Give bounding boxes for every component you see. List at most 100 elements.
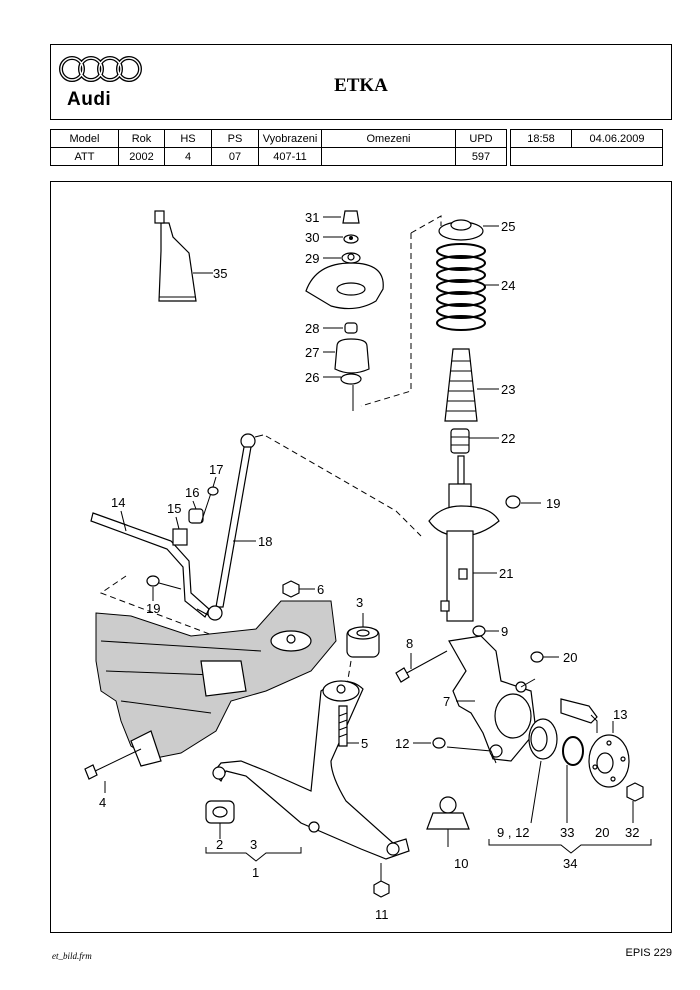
header-rok: Rok [118,129,165,148]
callout-19-right: 19 [546,496,560,511]
rubber-bush [346,626,380,658]
hex-nut [146,575,160,587]
hex-nut [530,651,544,663]
hex-nut [472,625,486,637]
leader-lines [104,216,634,839]
page-title: ETKA [334,75,388,96]
callout-14: 14 [111,495,125,510]
value-model: ATT [50,147,119,166]
protective-cap [342,210,360,224]
callout-35: 35 [213,266,227,281]
callout-12: 12 [395,736,409,751]
info-header-row: Model Rok HS PS Vyobrazeni Omezeni UPD 1… [50,129,663,148]
hex-nut [505,495,521,509]
callout-22: 22 [501,431,515,446]
clamp-bracket [172,528,188,546]
grease-tube [154,210,197,302]
info-table: Model Rok HS PS Vyobrazeni Omezeni UPD 1… [50,129,663,166]
small-bush [344,322,358,334]
callout-7: 7 [443,694,450,709]
callout-20-lower: 20 [595,825,609,840]
brand-name: Audi [67,89,112,110]
coupling-rod [196,433,264,621]
brace-34 [488,839,652,854]
suspension-exploded-view: 35 31 30 29 28 27 26 25 24 23 22 19 21 1… [84,210,652,922]
value-vyobrazeni: 407-11 [258,147,322,166]
callout-25: 25 [501,219,515,234]
value-rok: 2002 [118,147,165,166]
bump-stop [334,338,370,374]
header-vyobrazeni: Vyobrazeni [258,129,322,148]
spring-seat [438,219,484,241]
header-upd: UPD [455,129,507,148]
callout-6: 6 [317,582,324,597]
value-hs: 4 [164,147,212,166]
header-hs: HS [164,129,212,148]
value-ps: 07 [211,147,259,166]
callout-34: 34 [563,856,577,871]
bolt [158,582,182,590]
callout-3-brace: 3 [250,837,257,852]
callout-32: 32 [625,825,639,840]
hub-nut [626,782,644,802]
bolt [446,746,497,764]
subframe [95,600,337,767]
callout-21: 21 [499,566,513,581]
callout-23: 23 [501,382,515,397]
value-upd: 597 [455,147,507,166]
rubber-bush [205,800,235,824]
callout-20-upper: 20 [563,650,577,665]
date-value: 04.06.2009 [571,129,663,148]
assembly-line [99,575,282,662]
time-value: 18:58 [510,129,572,148]
callout-5: 5 [361,736,368,751]
dust-boot [444,348,478,422]
callout-33: 33 [560,825,574,840]
footer-system-id: EPIS 229 [625,947,672,959]
assembly-line [410,215,442,234]
wheel-hub [588,734,630,788]
time-date-blank [510,147,663,166]
audi-rings-logo [59,56,142,82]
hex-bolt [395,650,448,683]
assembly-line [265,435,422,537]
callout-9-12: 9 , 12 [497,825,530,840]
footer-form-name: et_bild.frm [52,951,92,961]
callout-16: 16 [185,485,199,500]
shock-absorber-strut [428,455,500,622]
assembly-line [360,233,412,407]
callout-17: 17 [209,462,223,477]
callout-30: 30 [305,230,319,245]
hex-bolt [338,705,348,747]
coil-spring [436,243,486,331]
strut-bearing [305,252,384,310]
callout-27: 27 [305,345,319,360]
brace-1 [205,847,302,862]
value-omezeni [321,147,456,166]
callout-28: 28 [305,321,319,336]
header-ps: PS [211,129,259,148]
callout-11: 11 [375,907,389,922]
washer [340,373,362,385]
hex-nut [373,880,390,898]
callout-29: 29 [305,251,319,266]
callout-19-left: 19 [146,601,160,616]
callout-10: 10 [454,856,468,871]
hex-bolt [84,748,142,780]
header-omezeni: Omezeni [321,129,456,148]
callout-2: 2 [216,837,223,852]
callout-4: 4 [99,795,106,810]
callout-31: 31 [305,210,319,225]
exploded-view-frame: 35 31 30 29 28 27 26 25 24 23 22 19 21 1… [50,181,672,933]
buffer [450,428,470,454]
hex-nut [343,234,359,244]
info-value-row: ATT 2002 4 07 407-11 597 [50,147,663,166]
callout-18: 18 [258,534,272,549]
control-arm [212,680,410,860]
header-model: Model [50,129,119,148]
stabilizer-bar [90,512,210,618]
callout-13: 13 [613,707,627,722]
wheel-bearing-housing [448,635,537,762]
ball-joint [426,796,470,847]
callout-1: 1 [252,865,259,880]
